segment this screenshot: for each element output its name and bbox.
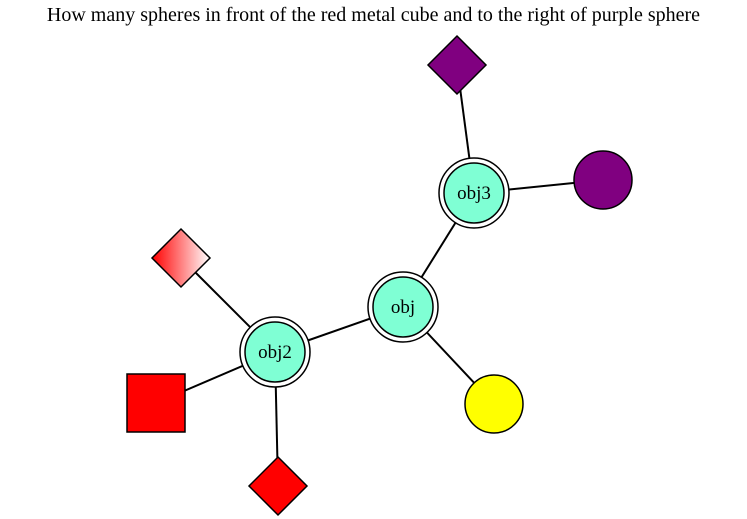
purple-sphere — [573, 150, 633, 210]
node-obj3: obj3 — [438, 157, 510, 229]
node-obj: obj — [367, 271, 439, 343]
red-square — [126, 373, 186, 433]
node-obj3-label: obj3 — [457, 183, 491, 204]
edges — [155, 64, 604, 487]
node-obj2-label: obj2 — [258, 342, 292, 363]
gradient-red-diamond — [150, 227, 212, 289]
red-diamond — [247, 455, 309, 517]
question-text: How many spheres in front of the red met… — [46, 4, 701, 26]
node-obj2: obj2 — [239, 316, 311, 388]
node-obj-label: obj — [391, 297, 415, 318]
purple-diamond — [426, 34, 488, 96]
yellow-sphere — [464, 374, 524, 434]
